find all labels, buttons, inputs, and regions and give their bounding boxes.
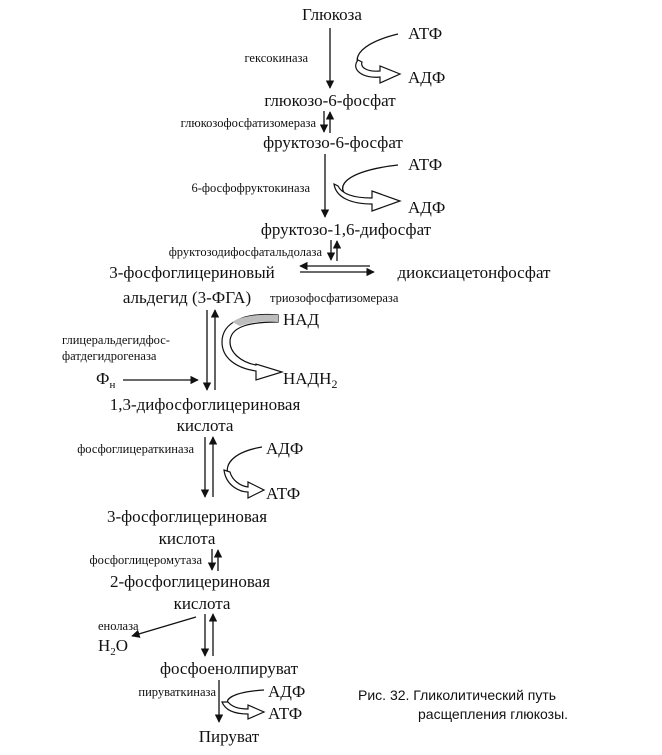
compound-glucose: Глюкоза <box>302 5 362 24</box>
cofactor-atp-pk: АТФ <box>268 704 302 723</box>
enzyme-aldolase: фруктозодифосфатальдолаза <box>169 245 323 259</box>
curved-arrow-atp-adp-hexokinase <box>355 33 402 84</box>
cofactor-atp-pfk: АТФ <box>408 155 442 174</box>
cofactor-adp-hexokinase: АДФ <box>408 68 445 87</box>
compound-dihydroxyacetone-phosphate: диоксиацетонфосфат <box>398 263 552 282</box>
cofactor-nadh-main: НАДН <box>283 369 331 388</box>
compound-fructose-1-6-bisphosphate: фруктозо-1,6-дифосфат <box>261 220 432 239</box>
cofactor-water-o: O <box>116 636 128 655</box>
cofactor-nadh-subscript: 2 <box>331 377 337 391</box>
compound-2-phosphoglycerate-line1: 2-фосфоглицериновая <box>110 572 270 591</box>
cofactor-adp-pfk: АДФ <box>408 198 445 217</box>
enzyme-phosphoglycerate-kinase: фосфоглицераткиназа <box>77 442 194 456</box>
enzyme-enolase: енолаза <box>98 619 139 633</box>
compound-glucose-6-phosphate: глюкозо-6-фосфат <box>264 91 396 110</box>
curved-arrow-adp-atp-pgk <box>223 446 266 499</box>
enzyme-glucose-phosphate-isomerase: глюкозофосфатизомераза <box>181 116 317 130</box>
compound-3-phosphoglycerate-line2: кислота <box>159 529 216 548</box>
compound-phosphoenolpyruvate: фосфоенолпируват <box>160 659 299 678</box>
cofactor-water-h: H <box>98 636 110 655</box>
curved-arrow-atp-adp-pfk <box>333 164 402 212</box>
cofactor-adp-pk: АДФ <box>268 682 305 701</box>
compound-glyceraldehyde-3-phosphate-line2: альдегид (3-ФГА) <box>123 288 251 307</box>
figure-caption-line1: Рис. 32. Гликолитический путь <box>358 687 556 703</box>
enzyme-phosphoglycerate-mutase: фосфоглицеромутаза <box>90 553 203 567</box>
arrow-water-out <box>131 616 197 638</box>
enzyme-gapdh-line2: фатдегидрогеназа <box>62 349 157 363</box>
cofactor-phosphate-main: Ф <box>96 369 109 388</box>
enzyme-pyruvate-kinase: пируваткиназа <box>138 685 216 699</box>
cofactor-atp-hexokinase: АТФ <box>408 24 442 43</box>
enzyme-triose-phosphate-isomerase: триозофосфатизомераза <box>270 291 399 305</box>
compound-1-3-bisphosphoglycerate-line1: 1,3-дифосфоглицериновая <box>110 395 301 414</box>
cofactor-water-subscript: 2 <box>110 646 116 658</box>
curved-arrow-nad-nadh <box>221 313 285 381</box>
compound-glyceraldehyde-3-phosphate-line1: 3-фосфоглицериновый <box>109 263 274 282</box>
compound-pyruvate: Пируват <box>199 727 260 746</box>
compound-3-phosphoglycerate-line1: 3-фосфоглицериновая <box>107 507 267 526</box>
compound-1-3-bisphosphoglycerate-line2: кислота <box>177 416 234 435</box>
cofactor-inorganic-phosphate: Фн <box>96 369 115 391</box>
enzyme-gapdh-line1: глицеральдегидфос- <box>62 333 170 347</box>
enzyme-hexokinase: гексокиназа <box>244 51 308 65</box>
figure-caption-line2: расщепления глюкозы. <box>418 706 568 722</box>
enzyme-phosphofructokinase: 6-фосфофруктокиназа <box>192 181 311 195</box>
cofactor-phosphate-subscript: н <box>109 379 115 391</box>
cofactor-adp-pgk: АДФ <box>266 439 303 458</box>
cofactor-nad: НАД <box>283 310 320 329</box>
cofactor-atp-pgk: АТФ <box>266 484 300 503</box>
cofactor-nadh: НАДН2 <box>283 369 337 391</box>
compound-2-phosphoglycerate-line2: кислота <box>174 594 231 613</box>
compound-fructose-6-phosphate: фруктозо-6-фосфат <box>263 133 403 152</box>
cofactor-water: H2O <box>98 636 128 658</box>
curved-arrow-adp-atp-pk <box>221 689 266 720</box>
